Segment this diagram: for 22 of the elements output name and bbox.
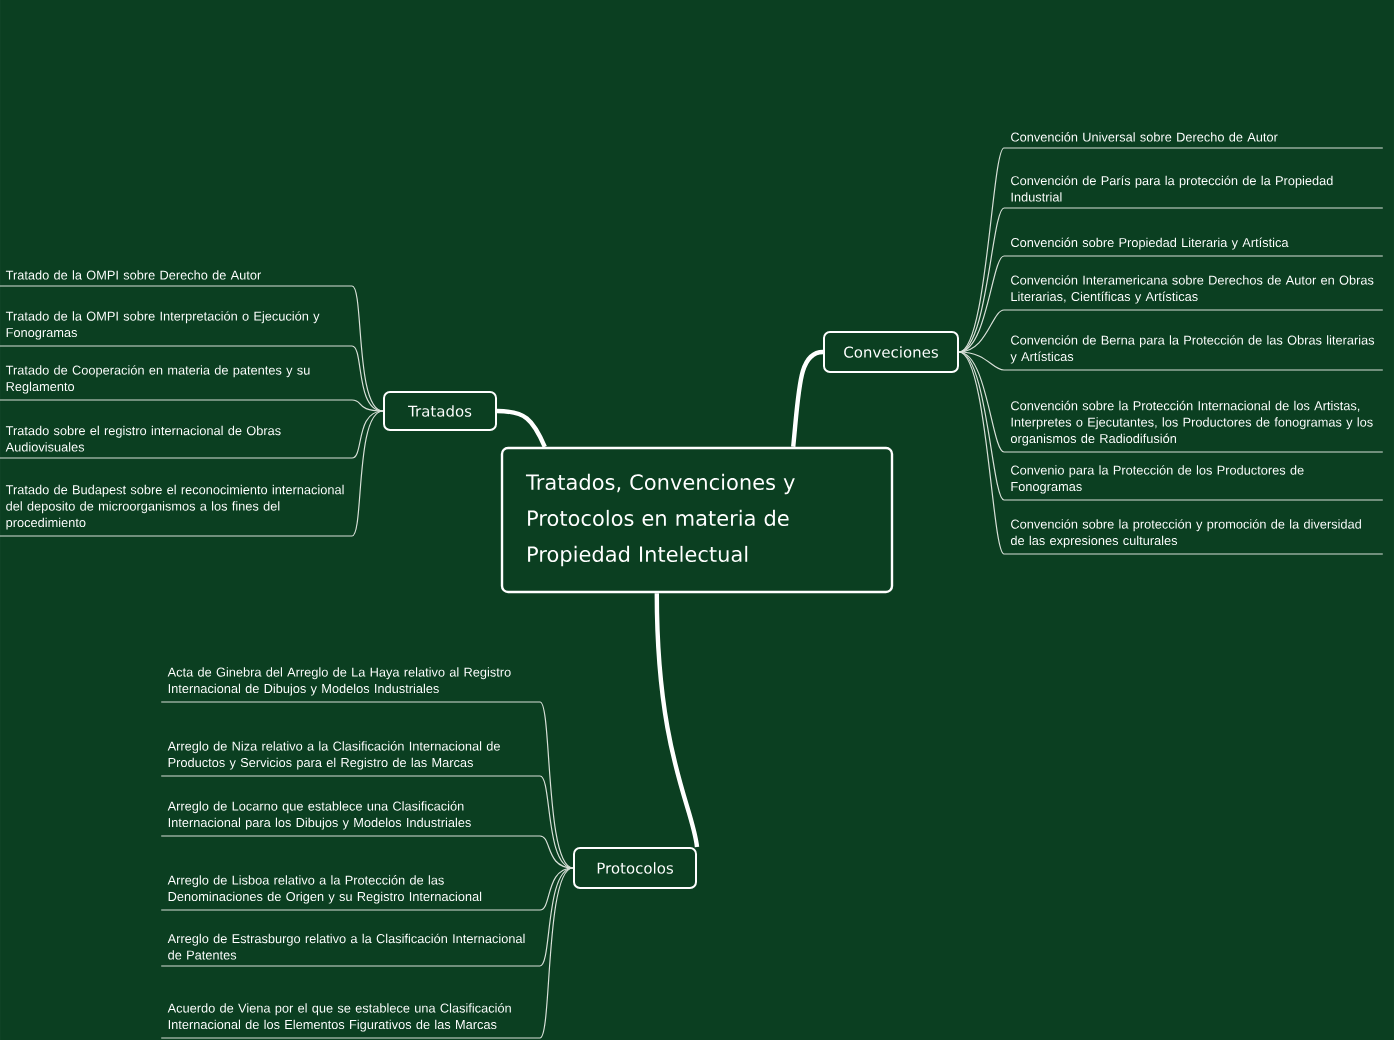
topic-box: Tratados, Convenciones y Protocolos en materia de Propiedad Intelectual [500,446,894,594]
connector [958,207,1005,353]
connector [539,867,574,1039]
connector [539,701,574,869]
connector [958,351,1005,453]
connector [539,835,574,869]
connector [958,147,1005,353]
connector [351,285,384,412]
connector [496,408,547,448]
connector [351,410,384,459]
connector [958,351,1005,555]
connector [351,345,384,412]
connector [958,351,1005,501]
connector [539,867,574,967]
connector [654,593,700,848]
connector [958,309,1005,353]
connector [958,255,1005,353]
connector [351,410,384,537]
connector [539,867,574,911]
connector [539,775,574,869]
connector [351,399,384,412]
connector [958,351,1005,371]
